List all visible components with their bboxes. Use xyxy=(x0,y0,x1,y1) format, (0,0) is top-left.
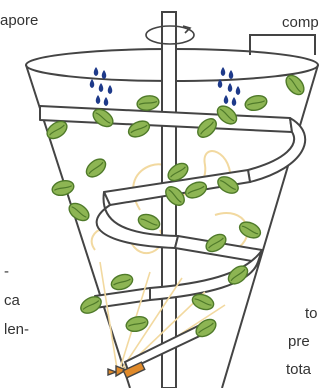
water-drop xyxy=(221,67,226,76)
label-left-2: ca xyxy=(4,292,20,310)
water-drop xyxy=(99,83,104,92)
water-drop xyxy=(228,83,233,92)
coffee-bean xyxy=(83,156,109,181)
water-drop xyxy=(94,67,99,76)
label-right-1: to xyxy=(305,305,318,323)
water-drop xyxy=(224,95,229,104)
label-right-2: pre xyxy=(288,333,310,351)
coffee-bean xyxy=(125,314,150,333)
water-drop xyxy=(104,97,109,106)
label-top-right: comp xyxy=(282,14,319,32)
coffee-bean xyxy=(109,272,134,293)
coffee-bean xyxy=(136,212,161,233)
coffee-bean xyxy=(51,178,76,197)
water-drop xyxy=(229,70,234,79)
water-drop xyxy=(236,86,241,95)
label-left-1: - xyxy=(4,263,9,281)
coffee-bean xyxy=(136,94,160,112)
water-drop xyxy=(102,70,107,79)
label-top-left: apore xyxy=(0,12,38,30)
water-drop xyxy=(90,79,95,88)
coffee-bean xyxy=(237,219,263,241)
water-drop xyxy=(96,95,101,104)
water-drop xyxy=(108,85,113,94)
label-right-3: tota xyxy=(286,361,311,379)
coffee-bean xyxy=(244,93,269,112)
water-drop xyxy=(232,97,237,106)
label-left-3: len- xyxy=(4,321,29,339)
